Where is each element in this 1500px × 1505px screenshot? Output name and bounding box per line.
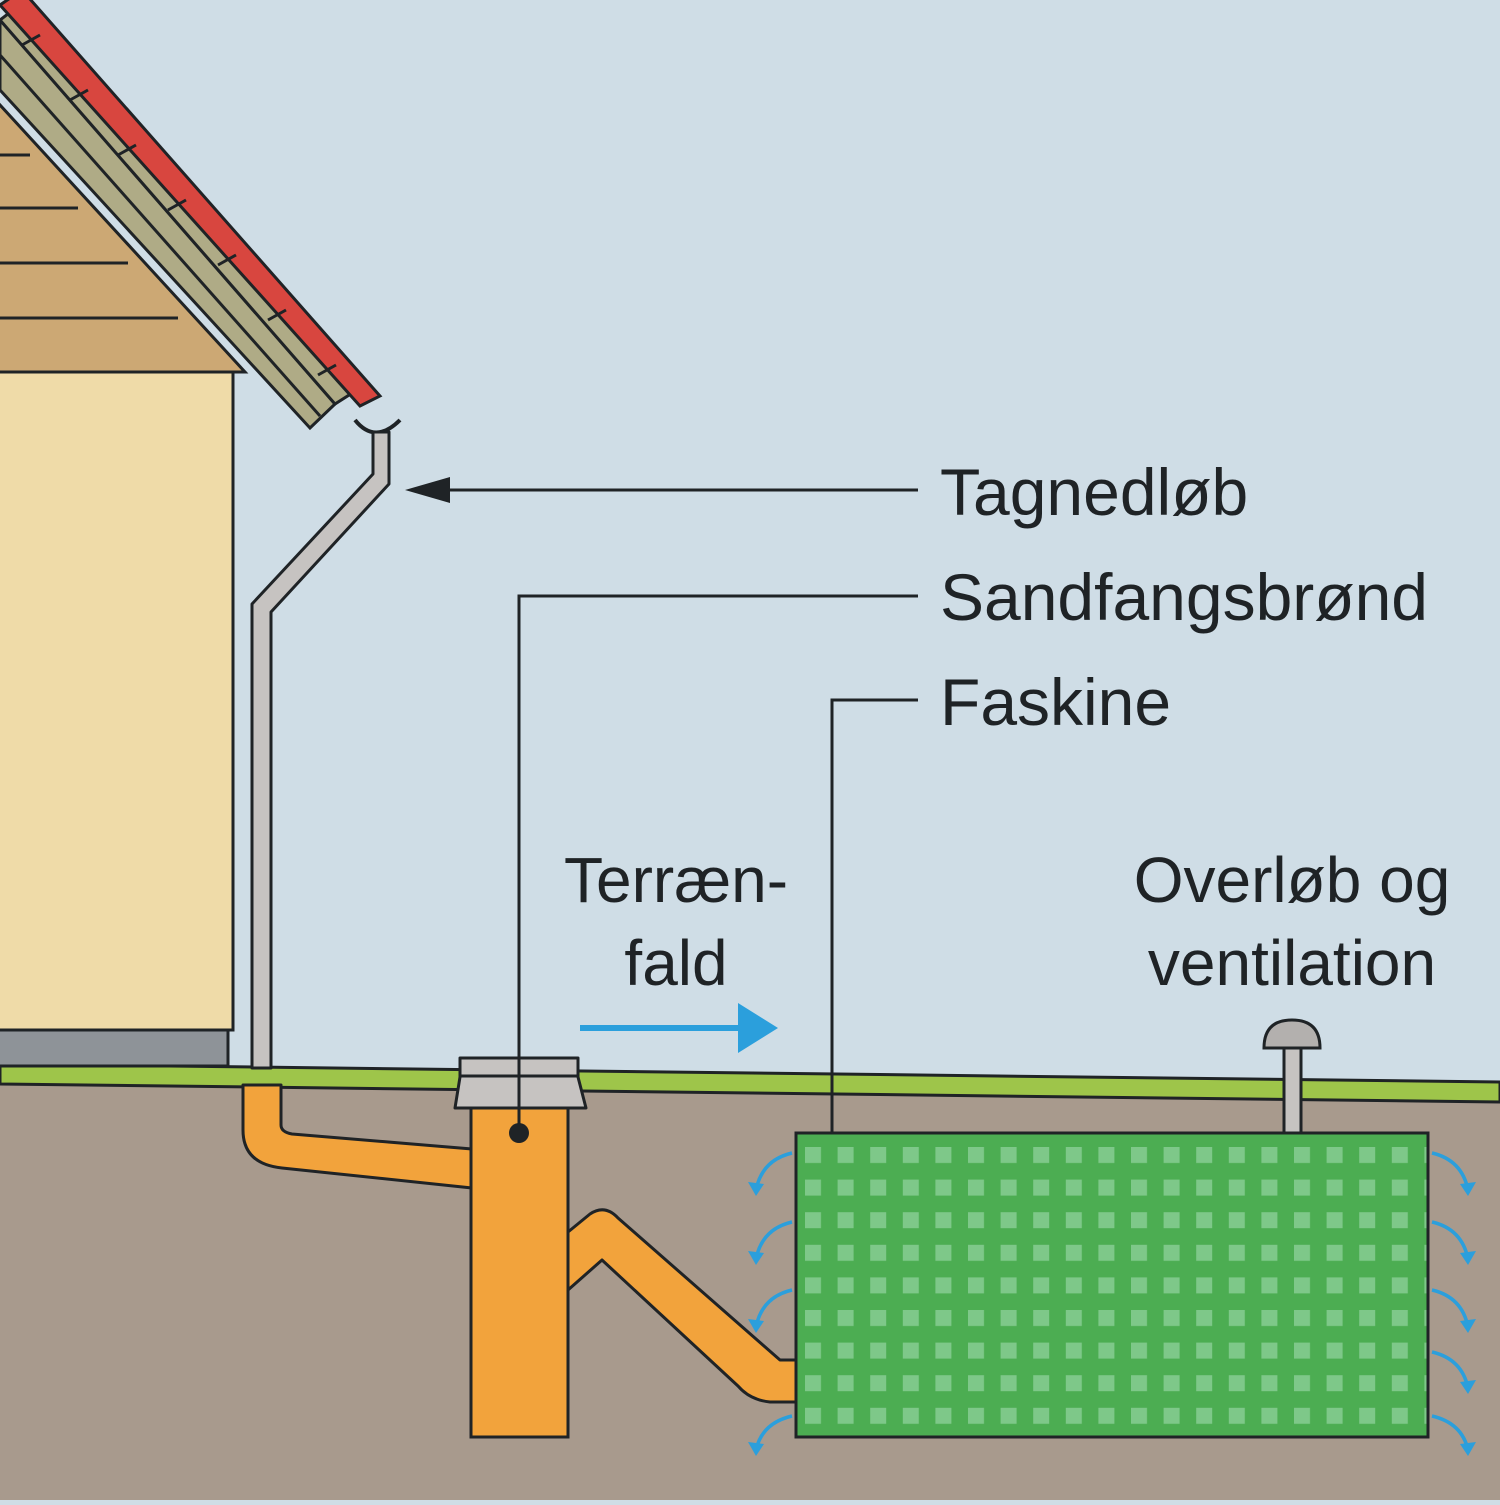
downspout-pipe xyxy=(250,430,391,1070)
label-soakaway: Faskine xyxy=(940,665,1171,739)
curved-arrow-icon xyxy=(748,1151,1476,1456)
gable-siding xyxy=(0,102,249,374)
seepage-arrows xyxy=(748,1151,1476,1456)
grass-strip xyxy=(0,1062,1500,1104)
house-wall xyxy=(0,370,235,1032)
house-foundation xyxy=(0,1028,230,1068)
label-slope-line2: fald xyxy=(624,927,727,999)
label-vent-line1: Overløb og xyxy=(1134,844,1451,916)
house xyxy=(0,0,383,1068)
label-downspout: Tagnedløb xyxy=(940,455,1248,529)
label-vent-line2: ventilation xyxy=(1148,927,1436,999)
label-sand-trap: Sandfangsbrønd xyxy=(940,560,1428,634)
mushroom-vent-icon xyxy=(1262,1018,1322,1135)
roof xyxy=(0,0,383,431)
sand-trap-leader xyxy=(517,594,918,1130)
arrow-left-icon xyxy=(405,477,450,503)
sand-trap-dot xyxy=(509,1123,529,1143)
arrow-right-icon xyxy=(580,1003,778,1053)
soakaway-box xyxy=(794,1131,1430,1439)
soakaway-leader xyxy=(830,698,918,1133)
label-slope-line1: Terræn- xyxy=(564,844,788,916)
leader-lines xyxy=(448,488,918,1133)
